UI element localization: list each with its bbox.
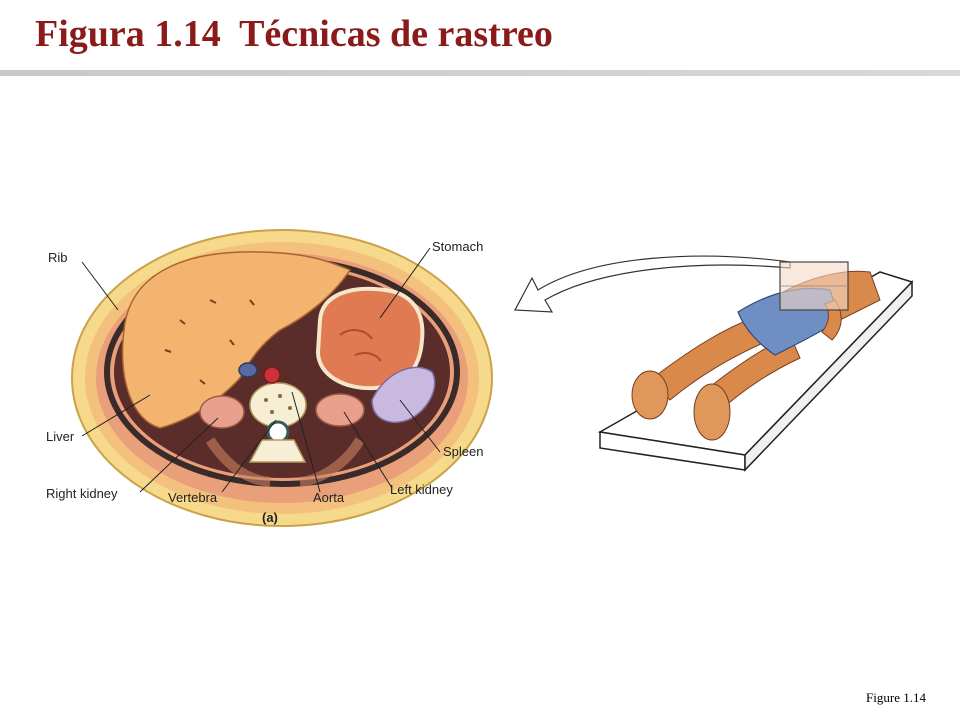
label-right-kidney: Right kidney bbox=[46, 486, 118, 501]
leader-lines bbox=[81, 247, 441, 493]
stomach-shape bbox=[315, 286, 425, 391]
label-aorta: Aorta bbox=[313, 490, 345, 505]
figure-note: Figure 1.14 bbox=[866, 690, 926, 705]
label-left-kidney: Left kidney bbox=[390, 482, 453, 497]
title-divider bbox=[0, 70, 960, 76]
spleen-shape bbox=[371, 366, 436, 423]
label-spleen: Spleen bbox=[443, 444, 483, 459]
label-liver: Liver bbox=[46, 429, 75, 444]
arrow bbox=[514, 255, 791, 313]
liver-shape bbox=[121, 251, 352, 429]
vertebra-shape bbox=[248, 382, 307, 463]
slide-title: Figura 1.14 Técnicas de rastreo bbox=[35, 13, 553, 55]
label-rib: Rib bbox=[48, 250, 68, 265]
label-stomach: Stomach bbox=[432, 239, 483, 254]
label-panel-a: (a) bbox=[262, 510, 278, 525]
patient-on-table bbox=[597, 261, 914, 472]
aorta-shape bbox=[263, 366, 281, 384]
right-kidney-shape bbox=[199, 395, 245, 429]
label-vertebra: Vertebra bbox=[168, 490, 218, 505]
abdomen-cross-section bbox=[71, 229, 493, 527]
left-kidney-shape bbox=[315, 393, 365, 427]
